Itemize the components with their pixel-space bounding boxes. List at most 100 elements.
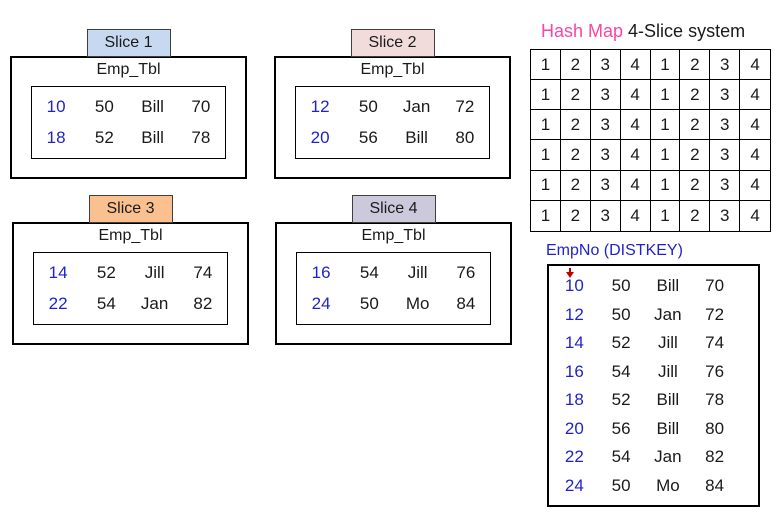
hash-cell: 3	[710, 80, 741, 111]
table-row: 12 50 Jan 72	[551, 301, 738, 330]
hash-cell: 1	[650, 140, 681, 171]
cell-value: 50	[611, 475, 631, 495]
hash-cell: 3	[710, 110, 741, 141]
slice-3-table-title: Emp_Tbl	[98, 227, 163, 244]
cell-value: 84	[705, 475, 725, 495]
cell-value: 52	[611, 333, 631, 353]
empno-value: 10	[46, 96, 66, 116]
cell-value: 52	[611, 390, 631, 410]
slice-1-tab: Slice 1	[86, 29, 171, 57]
hash-cell: 4	[620, 110, 651, 141]
cell-value: 54	[96, 293, 116, 313]
hash-map-title-highlight: Hash Map	[541, 21, 624, 41]
empno-value: 22	[564, 447, 584, 467]
cell-value: 54	[359, 262, 379, 282]
slice-2-tab: Slice 2	[350, 29, 435, 57]
hash-cell: 3	[590, 140, 621, 171]
hash-cell: 1	[531, 50, 561, 81]
cell-value: 54	[611, 361, 631, 381]
cell-value: 50	[358, 96, 378, 116]
cell-value: Jill	[144, 262, 165, 282]
slice-4-tab: Slice 4	[351, 195, 436, 223]
hash-cell: 2	[680, 140, 711, 171]
hash-cell: 2	[680, 170, 711, 201]
empno-value: 18	[564, 390, 584, 410]
hash-cell: 3	[710, 170, 741, 201]
cell-value: Bill	[656, 390, 680, 410]
cell-value: 70	[191, 96, 211, 116]
empno-value: 20	[564, 418, 584, 438]
cell-value: 50	[611, 304, 631, 324]
cell-value: Jan	[402, 96, 431, 116]
hash-cell: 2	[560, 80, 591, 111]
cell-value: Bill	[141, 96, 164, 116]
hash-cell: 1	[650, 170, 681, 201]
table-row: 18 52 Bill 78	[551, 386, 738, 415]
hash-cell: 2	[561, 200, 591, 231]
hash-cell: 2	[560, 50, 591, 81]
cell-value: Mo	[656, 475, 680, 495]
hash-map-title: Hash Map 4-Slice system	[541, 21, 745, 42]
cell-value: Bill	[656, 418, 680, 438]
cell-value: 84	[456, 293, 476, 313]
cell-value: 56	[358, 127, 378, 147]
hash-cell: 2	[560, 140, 591, 171]
table-row: 12 50 Jan 72	[296, 91, 489, 122]
cell-value: 78	[191, 127, 211, 147]
cell-value: 78	[705, 390, 725, 410]
hash-map-title-rest: 4-Slice system	[623, 21, 746, 41]
cell-value: 52	[94, 127, 114, 147]
hash-cell: 1	[531, 110, 561, 141]
cell-value: 72	[705, 304, 725, 324]
cell-value: Jan	[654, 304, 682, 324]
hash-cell: 1	[531, 80, 561, 111]
cell-value: 54	[611, 447, 631, 467]
cell-value: 72	[455, 96, 475, 116]
cell-value: Jill	[657, 333, 678, 353]
cell-value: 52	[96, 262, 116, 282]
hash-cell: 4	[740, 171, 770, 201]
cell-value: 82	[193, 293, 213, 313]
cell-value: Jill	[407, 262, 428, 282]
hash-cell: 2	[560, 110, 591, 141]
cell-value: Bill	[141, 127, 164, 147]
empno-value: 12	[310, 96, 330, 116]
empno-value: 12	[564, 304, 584, 324]
hash-cell: 2	[680, 50, 711, 81]
hash-cell: 2	[680, 80, 711, 111]
hash-cell: 3	[591, 200, 621, 231]
slice-1-table-title: Emp_Tbl	[96, 61, 161, 78]
slice-4-table-title: Emp_Tbl	[361, 227, 426, 244]
hash-cell: 4	[740, 50, 770, 81]
cell-value: Jan	[140, 293, 169, 313]
cell-value: 82	[705, 447, 725, 467]
hash-cell: 4	[620, 140, 651, 171]
hash-cell: 2	[680, 110, 711, 141]
hash-cell: 4	[620, 50, 651, 81]
cell-value: Mo	[405, 293, 430, 313]
empno-value: 16	[311, 262, 331, 282]
cell-value: Jill	[657, 361, 678, 381]
slice-2-label: Slice 2	[368, 34, 417, 51]
cell-value: 74	[705, 333, 725, 353]
hash-cell: 1	[650, 110, 681, 141]
